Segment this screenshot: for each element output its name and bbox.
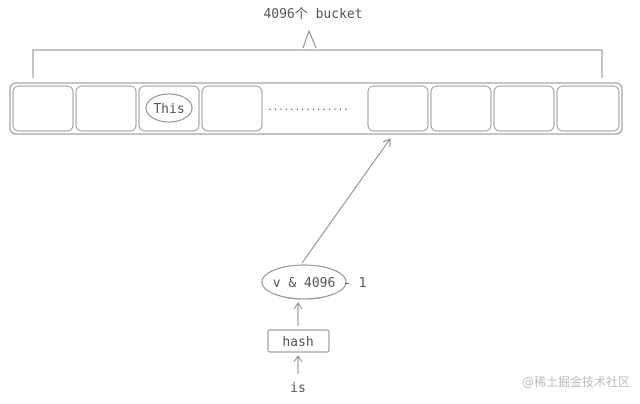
hash-label: hash xyxy=(282,335,313,350)
bucket-slot xyxy=(556,85,620,132)
input-word: is xyxy=(290,381,306,396)
index-arrow-line xyxy=(301,138,391,264)
top-brace xyxy=(32,49,603,78)
formula-suffix: - 1 xyxy=(343,276,366,291)
formula-text: v & 4096 xyxy=(273,276,336,291)
brace-peak xyxy=(302,29,317,49)
bucket-slot xyxy=(493,85,555,132)
bucket-count-title: 4096个 bucket xyxy=(263,7,362,22)
watermark-text: @稀土掘金技术社区 xyxy=(521,375,630,389)
stored-element-ellipse xyxy=(145,93,193,123)
bucket-slot xyxy=(75,85,137,132)
bucket-slot xyxy=(367,85,429,132)
bucket-slot xyxy=(201,85,263,132)
input-arrow-head xyxy=(293,355,303,363)
hash-box xyxy=(267,329,330,353)
index-arrow-head xyxy=(382,138,391,147)
stored-element-label: This xyxy=(153,102,184,117)
formula-ellipse xyxy=(261,264,347,300)
hash-arrow-head xyxy=(293,302,303,310)
bucket-slot xyxy=(430,85,492,132)
bucket-slot xyxy=(12,85,74,132)
bucket-array xyxy=(9,82,623,135)
bucket-ellipsis: ............... xyxy=(267,103,348,113)
bucket-slot xyxy=(138,85,200,132)
